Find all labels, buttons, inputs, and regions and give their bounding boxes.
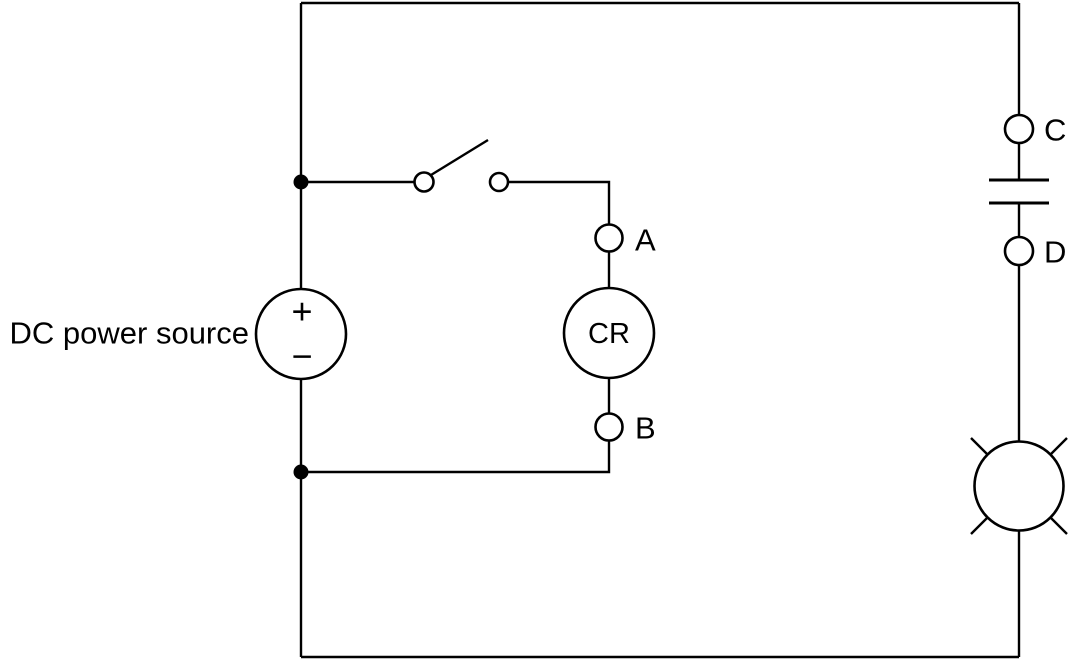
dc-power-source-symbol: + − DC power source xyxy=(10,287,348,381)
lamp-ray-upper-left xyxy=(970,437,989,456)
lamp-ray-lower-left xyxy=(970,516,989,535)
terminal-c-label: C xyxy=(1044,113,1066,148)
wire-b-return xyxy=(301,441,611,474)
lamp-ray-lower-right xyxy=(1049,516,1068,535)
wire-switch-to-terminal-a xyxy=(508,180,611,224)
plus-sign: + xyxy=(291,291,312,332)
terminal-d-circle xyxy=(1003,235,1035,267)
terminal-d-label: D xyxy=(1044,235,1066,270)
dc-source-circle xyxy=(254,287,348,381)
switch-right-contact xyxy=(488,171,510,193)
dc-power-source-label: DC power source xyxy=(10,316,249,351)
switch-left-pivot xyxy=(413,171,435,193)
terminal-b-label: B xyxy=(635,411,656,446)
control-branch: A CR B xyxy=(301,138,656,474)
terminal-c-circle xyxy=(1003,113,1035,145)
load-branch: C D xyxy=(970,113,1068,657)
lamp-circle xyxy=(973,440,1065,532)
relay-coil-symbol: CR xyxy=(562,286,656,380)
lamp-symbol xyxy=(970,437,1068,535)
terminal-b-circle xyxy=(594,412,624,442)
lamp-ray-upper-right xyxy=(1049,437,1068,456)
terminal-a-label: A xyxy=(635,223,656,258)
switch-blade xyxy=(430,138,489,177)
terminal-a-circle xyxy=(594,223,624,253)
open-switch-symbol xyxy=(413,138,510,193)
relay-coil-label: CR xyxy=(588,318,630,350)
power-rails xyxy=(299,1,1021,659)
minus-sign: − xyxy=(291,336,312,377)
contact-symbol xyxy=(989,178,1049,205)
